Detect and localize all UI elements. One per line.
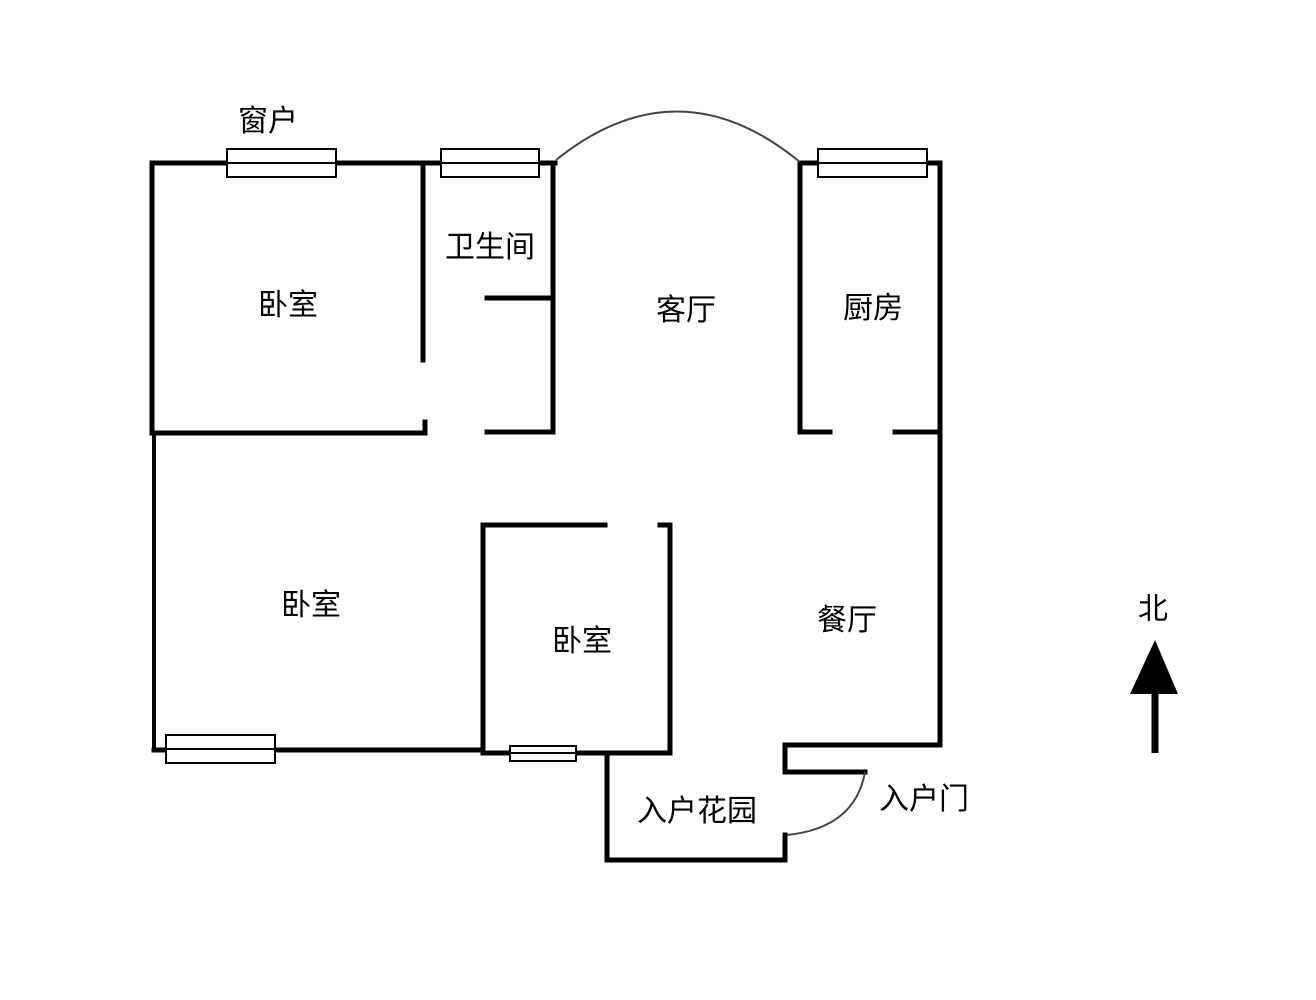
window-label: 窗户 [238, 104, 298, 139]
entry-door-swing[interactable] [786, 771, 866, 836]
entry-door-label: 入户门 [879, 782, 969, 817]
balcony-arc [555, 110, 801, 163]
room-label-living-room: 客厅 [656, 293, 716, 328]
room-label-bathroom: 卫生间 [445, 230, 535, 265]
room-label-entry-garden: 入户花园 [637, 794, 757, 829]
north-label: 北 [1138, 592, 1168, 627]
room-label-dining-room: 餐厅 [817, 603, 877, 638]
room-label-bedroom-sw: 卧室 [281, 588, 341, 623]
room-label-bedroom-mid: 卧室 [552, 624, 612, 659]
room-label-kitchen: 厨房 [843, 291, 903, 326]
north-arrow [1130, 640, 1178, 753]
windows [165, 148, 928, 764]
room-label-bedroom-nw: 卧室 [258, 288, 318, 323]
